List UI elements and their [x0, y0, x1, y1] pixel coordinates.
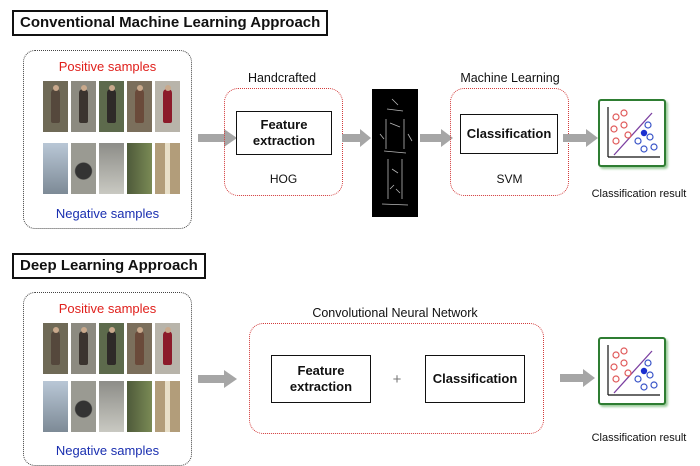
- plus-sign: +: [392, 371, 402, 388]
- positive-sample-image: [71, 81, 96, 132]
- positive-sample-image: [155, 81, 180, 132]
- right-arrow-icon: [420, 129, 453, 147]
- negative-sample-image: [99, 381, 124, 432]
- classification-box: Classification: [425, 355, 525, 403]
- conventional-title: Conventional Machine Learning Approach: [12, 10, 329, 36]
- hog-descriptor-image: [372, 89, 418, 217]
- positive-samples-label: Positive samples: [58, 59, 157, 74]
- svm-stage: Classification SVM: [450, 88, 569, 196]
- positive-samples-label: Positive samples: [58, 301, 157, 316]
- negative-sample-image: [43, 143, 68, 194]
- deep-samples-panel: Positive samples Negative samples: [23, 292, 192, 466]
- svm-caption: SVM: [496, 172, 523, 186]
- positive-samples-grid: [43, 323, 180, 374]
- negative-samples-grid: [43, 381, 180, 432]
- negative-sample-image: [155, 143, 180, 194]
- classification-result-label: Classification result: [591, 188, 687, 200]
- positive-sample-image: [155, 323, 180, 374]
- handcrafted-label: Handcrafted: [247, 71, 317, 85]
- hog-stage: Feature extraction HOG: [224, 88, 343, 196]
- negative-sample-image: [99, 143, 124, 194]
- positive-sample-image: [127, 323, 152, 374]
- negative-sample-image: [127, 143, 152, 194]
- cnn-label: Convolutional Neural Network: [312, 306, 478, 320]
- classification-result-label: Classification result: [591, 432, 687, 444]
- conventional-samples-panel: Positive samples Negative samples: [23, 50, 192, 229]
- scatter-plot-icon: [598, 337, 666, 405]
- deep-learning-title: Deep Learning Approach: [12, 253, 206, 279]
- right-arrow-icon: [198, 370, 237, 388]
- negative-sample-image: [71, 381, 96, 432]
- positive-sample-image: [99, 81, 124, 132]
- feature-extraction-box: Feature extraction: [271, 355, 371, 403]
- negative-samples-grid: [43, 143, 180, 194]
- negative-samples-label: Negative samples: [55, 443, 160, 458]
- negative-sample-image: [71, 143, 96, 194]
- right-arrow-icon: [342, 129, 371, 147]
- positive-sample-image: [99, 323, 124, 374]
- scatter-plot-icon: [598, 99, 666, 167]
- right-arrow-icon: [563, 129, 598, 147]
- right-arrow-icon: [560, 369, 595, 387]
- hog-caption: HOG: [269, 172, 298, 186]
- negative-sample-image: [127, 381, 152, 432]
- machine-learning-label: Machine Learning: [460, 71, 560, 85]
- positive-samples-grid: [43, 81, 180, 132]
- negative-sample-image: [43, 381, 68, 432]
- positive-sample-image: [71, 323, 96, 374]
- cnn-stage: Feature extraction + Classification: [249, 323, 544, 434]
- positive-sample-image: [43, 81, 68, 132]
- positive-sample-image: [43, 323, 68, 374]
- positive-sample-image: [127, 81, 152, 132]
- negative-sample-image: [155, 381, 180, 432]
- feature-extraction-box: Feature extraction: [236, 111, 332, 155]
- right-arrow-icon: [198, 129, 237, 147]
- classification-box: Classification: [460, 114, 558, 154]
- negative-samples-label: Negative samples: [55, 206, 160, 221]
